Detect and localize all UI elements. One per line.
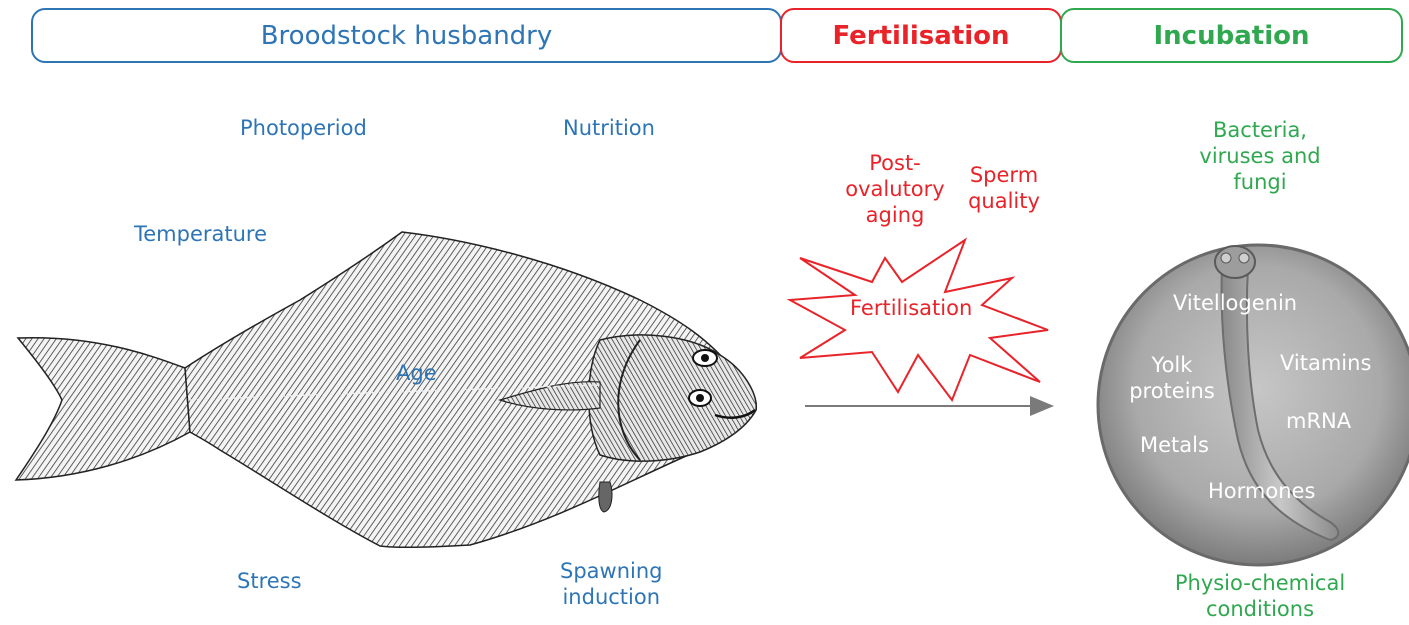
egg-mrna: mRNA — [1286, 408, 1351, 434]
halibut-illustration — [16, 232, 756, 547]
factor-pathogens: Bacteria, viruses and fungi — [1180, 117, 1340, 195]
fish-tail — [16, 338, 190, 480]
starburst-label: Fertilisation — [850, 295, 972, 321]
factor-sperm-quality: Sperm quality — [960, 162, 1048, 214]
factor-photoperiod: Photoperiod — [240, 115, 367, 141]
fish-head — [589, 335, 756, 461]
factor-nutrition: Nutrition — [563, 115, 655, 141]
egg-metals: Metals — [1140, 432, 1209, 458]
factor-spawning-induction: Spawning induction — [560, 558, 663, 610]
factor-post-ovulatory-aging: Post- ovalutory aging — [845, 150, 945, 228]
egg-vitamins: Vitamins — [1280, 350, 1371, 376]
factor-age: Age — [396, 360, 437, 386]
egg-vitellogenin: Vitellogenin — [1173, 290, 1297, 316]
egg-embryo-head — [1215, 246, 1255, 278]
egg-yolk-proteins: Yolk proteins — [1117, 352, 1227, 404]
fish-pelvic-fin — [599, 482, 612, 512]
factor-stress: Stress — [237, 568, 302, 594]
egg-hormones: Hormones — [1208, 478, 1315, 504]
factor-physio-chemical-conditions: Physio-chemical conditions — [1165, 570, 1355, 622]
factor-temperature: Temperature — [134, 221, 267, 247]
